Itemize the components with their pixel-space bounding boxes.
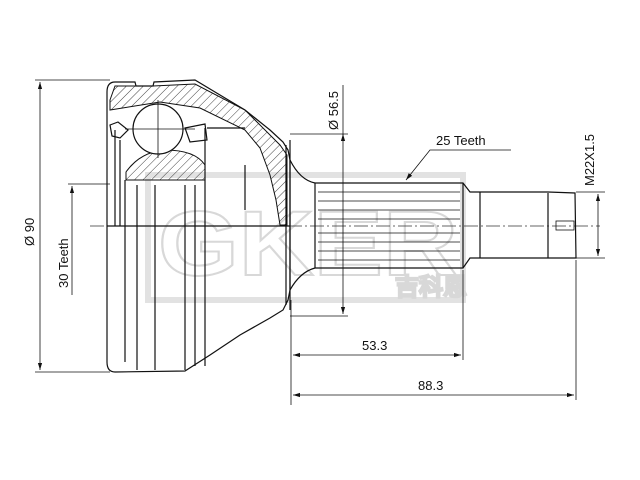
label-spline-length: 53.3 [362,338,387,353]
dim-thread: M22X1.5 [576,134,605,259]
label-outer-teeth: 25 Teeth [436,133,486,148]
label-outer-diameter: Ø 90 [22,218,37,246]
dim-total-length: 88.3 [293,260,577,400]
spline-teeth [318,191,460,261]
label-total-length: 88.3 [418,378,443,393]
label-inner-teeth: 30 Teeth [56,238,71,288]
watermark: GKER 吉科恩 [145,172,468,303]
dim-flange-diameter: Ø 56.5 [290,85,348,317]
watermark-latin: GKER [158,193,458,295]
label-thread: M22X1.5 [582,134,597,186]
dim-outer-diameter: Ø 90 [22,79,110,373]
dim-spline-length: 53.3 [290,270,464,405]
label-flange-diameter: Ø 56.5 [326,91,341,130]
watermark-chinese: 吉科恩 [395,274,467,301]
dim-outer-teeth: 25 Teeth [405,133,511,181]
output-shaft [289,159,577,291]
outer-housing [106,79,291,373]
dim-inner-teeth: 30 Teeth [56,183,110,295]
